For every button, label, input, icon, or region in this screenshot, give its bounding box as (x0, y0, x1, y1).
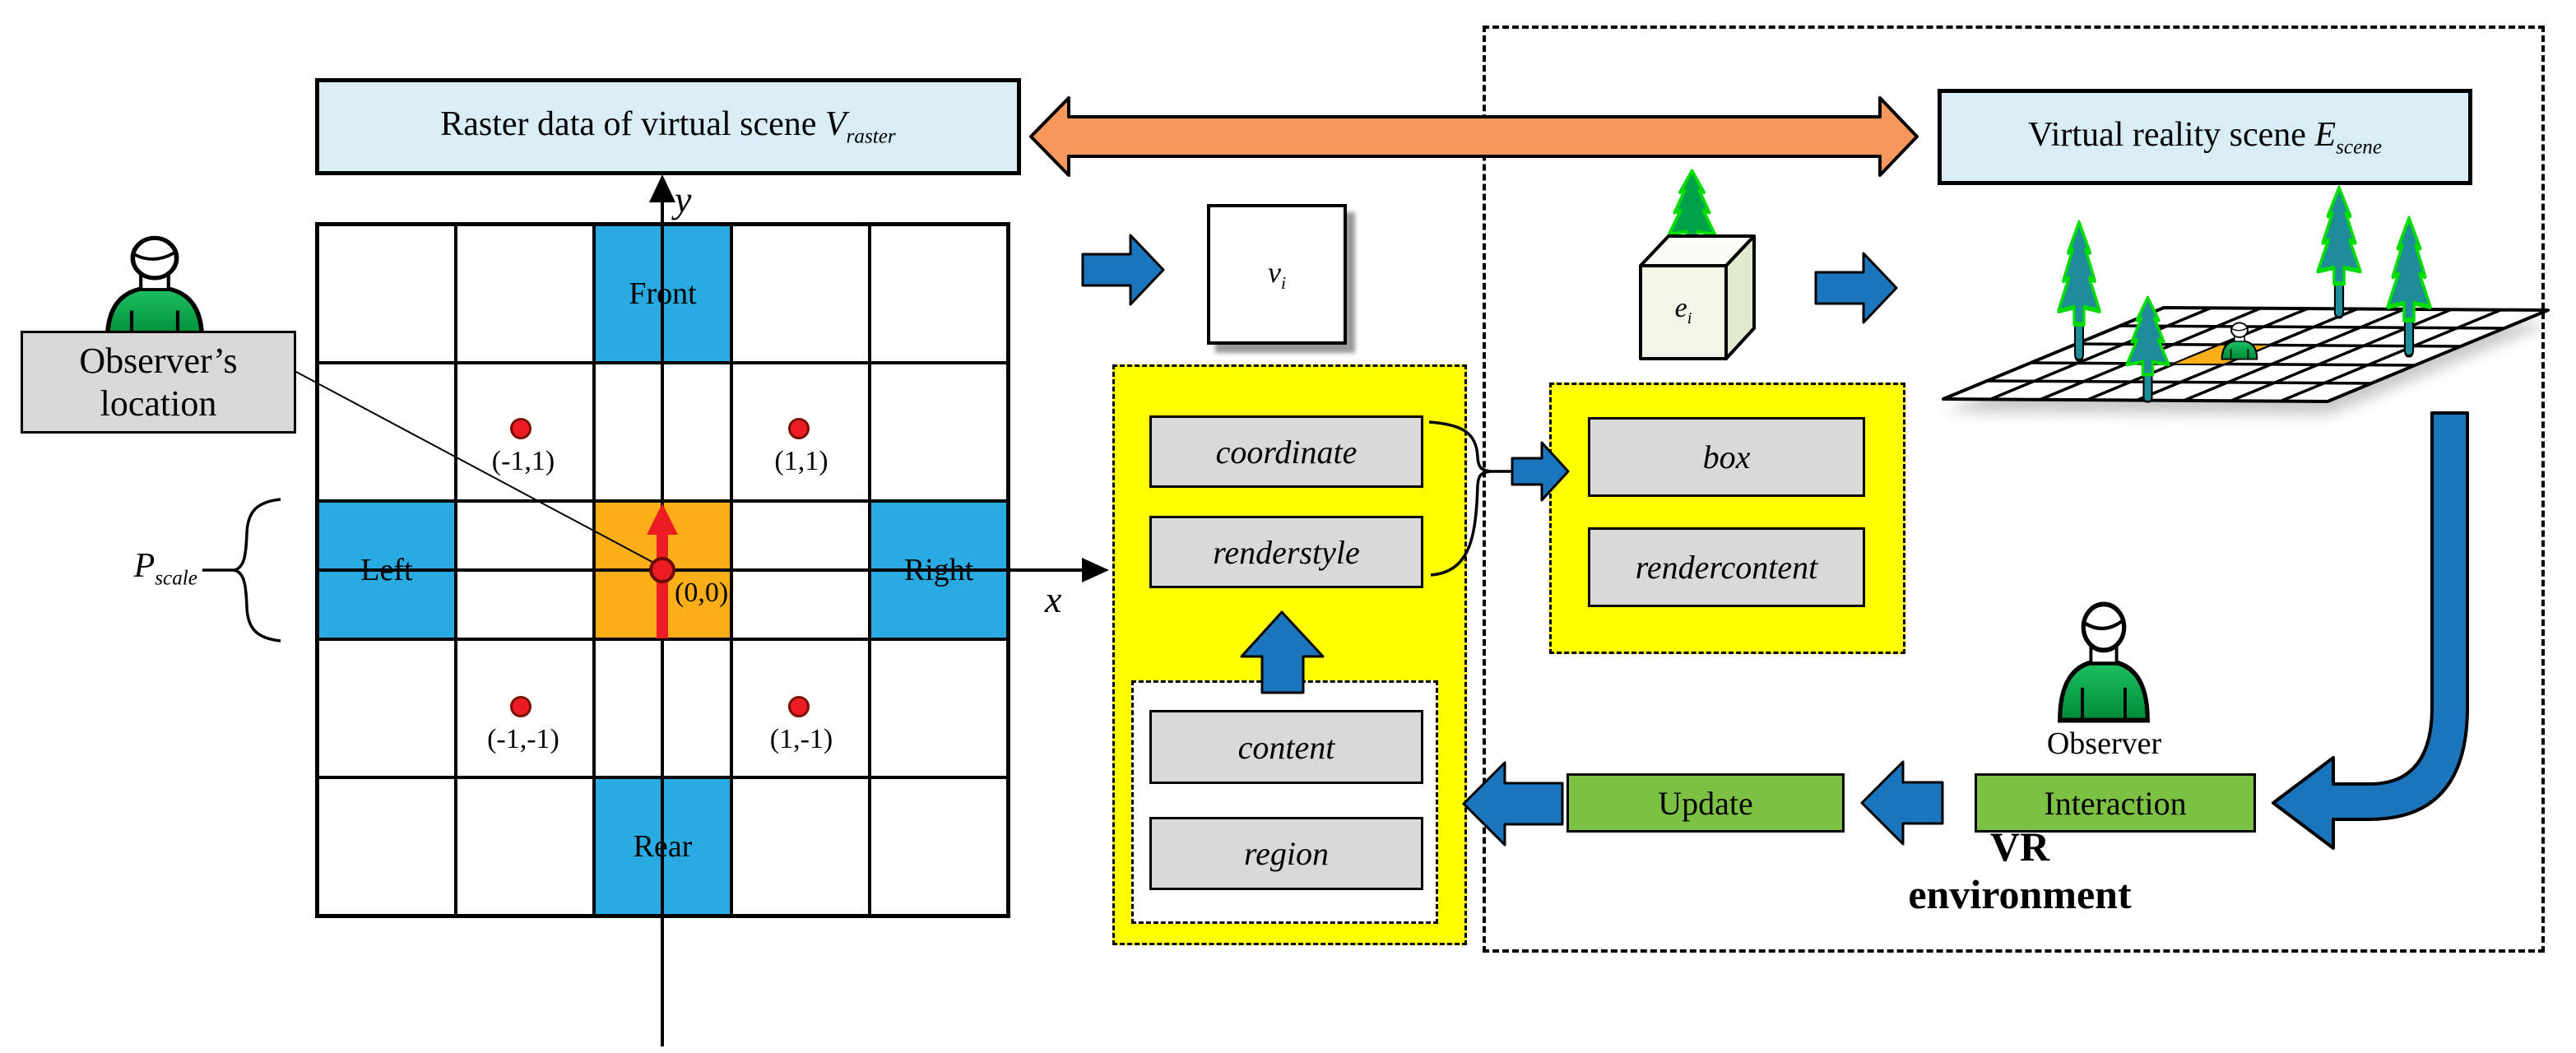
grid-cell (455, 363, 594, 501)
grid-cell (455, 639, 594, 777)
arrow-raster-scene-sync (1029, 96, 1919, 177)
y-axis-label: y (675, 179, 692, 220)
arrow-interaction-to-update (1860, 760, 1944, 846)
arrow-content-to-renderstyle (1240, 610, 1325, 694)
record-brace (1428, 420, 1512, 577)
vi-cell-box: vi (1207, 204, 1347, 345)
grid-cell (455, 225, 594, 363)
grid-cell (870, 777, 1008, 916)
grid-cell (318, 777, 456, 916)
observer-icon (108, 238, 202, 339)
grid-cell (731, 363, 870, 501)
x-axis (315, 558, 1109, 582)
grid-cell (870, 225, 1008, 363)
grid-cell (731, 639, 870, 777)
tree-icon (2318, 188, 2360, 318)
heading-arrow (647, 503, 678, 638)
vr-scene-title: Virtual reality scene Escene (2027, 115, 2383, 159)
grid-cell (318, 639, 456, 777)
grid-cell (318, 225, 456, 363)
field-box: box (1588, 417, 1865, 497)
update-box: Update (1566, 773, 1845, 833)
field-renderstyle: renderstyle (1149, 516, 1423, 588)
arrow-update-to-record (1462, 761, 1564, 847)
raster-title-box: Raster data of virtual scene Vraster (315, 78, 1021, 175)
pscale-brace (202, 498, 281, 642)
field-rendercontent: rendercontent (1588, 527, 1865, 607)
grid-cell (870, 639, 1008, 777)
vr-platform (1942, 306, 2550, 415)
observer-location-box: Observer’s location (21, 331, 296, 434)
arrow-ei-to-scene (1814, 252, 1898, 324)
field-coordinate: coordinate (1149, 415, 1423, 488)
observer-pointer-line (295, 371, 661, 567)
observer-label: Observer (2046, 726, 2162, 761)
vi-label: vi (1268, 255, 1286, 294)
arrow-scene-to-interaction (2272, 411, 2469, 850)
grid-cell (731, 225, 870, 363)
ei-label: ei (1674, 293, 1692, 327)
observer-location-line1: Observer’s (79, 340, 238, 381)
arrow-grid-to-vi (1081, 234, 1165, 306)
origin-label: (0,0) (675, 578, 729, 608)
field-region: region (1149, 817, 1423, 890)
grid-cell (870, 363, 1008, 501)
entity-cube (1639, 171, 1756, 360)
origin-marker (649, 557, 675, 583)
grid-cell (731, 777, 870, 916)
grid-cell (318, 363, 456, 501)
observer-location-line2: location (100, 383, 217, 424)
observer-icon (2060, 604, 2148, 720)
tree-icon (1669, 171, 1715, 244)
field-content: content (1149, 710, 1423, 784)
x-axis-label: x (1045, 578, 1062, 620)
vr-environment-label: VR environment (1908, 823, 2132, 917)
grid-cell (455, 777, 594, 916)
arrow-record-to-entity (1511, 441, 1570, 502)
vr-scene-title-box: Virtual reality scene Escene (1938, 89, 2472, 185)
pscale-label: Pscale (133, 547, 197, 590)
interaction-box: Interaction (1975, 773, 2256, 833)
vr-environment-container (1483, 26, 2545, 953)
raster-title: Raster data of virtual scene Vraster (440, 105, 896, 148)
